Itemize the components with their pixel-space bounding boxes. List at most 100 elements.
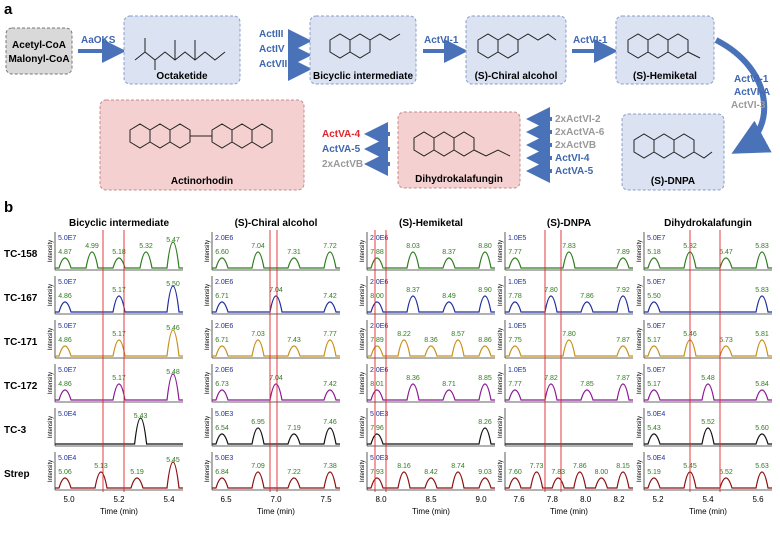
- scale-label: 5.0E4: [58, 455, 76, 462]
- x-tick-label: 8.5: [425, 495, 437, 504]
- peak-label: 5.47: [719, 249, 733, 256]
- enzyme-actva4: ActVA-4: [322, 129, 361, 140]
- dihydrokalafungin-structure: [413, 131, 511, 157]
- y-axis-label: Intensity: [48, 372, 54, 394]
- x-tick-label: 7.8: [547, 495, 559, 504]
- x-axis-title: Time (min): [257, 507, 295, 516]
- row-label: TC-167: [4, 293, 38, 304]
- trace: [212, 251, 340, 269]
- scale-label: 2.0E6: [370, 235, 388, 242]
- octaketide-label: Octaketide: [156, 71, 208, 82]
- x-tick-label: 5.4: [163, 495, 175, 504]
- peak-label: 8.00: [370, 293, 384, 300]
- y-axis-label: Intensity: [637, 372, 643, 394]
- hemiketal-label: (S)-Hemiketal: [633, 71, 697, 82]
- peak-label: 5.17: [112, 375, 126, 382]
- y-axis-label: Intensity: [205, 372, 211, 394]
- peak-label: 7.09: [251, 463, 265, 470]
- peak-label: 5.48: [701, 375, 715, 382]
- start-acetyl: Acetyl-CoA: [12, 40, 66, 51]
- y-axis-label: Intensity: [360, 416, 366, 438]
- y-axis-label: Intensity: [360, 240, 366, 262]
- y-axis-label: Intensity: [48, 416, 54, 438]
- column-title: Bicyclic intermediate: [69, 218, 169, 229]
- peak-label: 5.17: [112, 287, 126, 294]
- peak-label: 7.92: [616, 287, 630, 294]
- peak-label: 8.26: [478, 419, 492, 426]
- peak-label: 4.86: [58, 337, 72, 344]
- trace: [367, 251, 495, 269]
- scale-label: 1.0E5: [508, 367, 526, 374]
- x-tick-label: 7.5: [320, 495, 332, 504]
- dihydrokalafungin-label: Dihydrokalafungin: [415, 174, 503, 185]
- y-axis-label: Intensity: [205, 240, 211, 262]
- peak-label: 5.47: [166, 237, 180, 244]
- peak-label: 8.36: [406, 375, 420, 382]
- x-axis-title: Time (min): [100, 507, 138, 516]
- actinorhodin-label: Actinorhodin: [171, 176, 233, 187]
- scale-label: 5.0E7: [647, 367, 665, 374]
- peak-label: 5.46: [166, 325, 180, 332]
- y-axis-label: Intensity: [48, 284, 54, 306]
- trace: [55, 461, 183, 489]
- peak-label: 6.71: [215, 293, 229, 300]
- peak-label: 7.77: [508, 249, 522, 256]
- peak-label: 5.19: [130, 469, 144, 476]
- row-label: TC-3: [4, 425, 27, 436]
- y-axis-label: Intensity: [637, 240, 643, 262]
- trace: [55, 417, 183, 445]
- row-label: Strep: [4, 469, 30, 480]
- peak-label: 4.99: [85, 243, 99, 250]
- trace: [505, 339, 633, 357]
- peak-label: 4.87: [58, 249, 72, 256]
- dnpa-box: [621, 113, 725, 191]
- chiral-alcohol-box: [465, 15, 567, 85]
- peak-label: 6.71: [215, 337, 229, 344]
- x-tick-label: 8.0: [580, 495, 592, 504]
- hemiketal-box: [615, 15, 715, 85]
- trace: [644, 471, 772, 489]
- start-malonyl: Malonyl-CoA: [8, 54, 69, 65]
- x-tick-label: 7.0: [270, 495, 282, 504]
- peak-label: 7.83: [551, 469, 565, 476]
- y-axis-label: Intensity: [498, 460, 504, 482]
- scale-label: 5.0E3: [370, 455, 388, 462]
- peak-label: 7.22: [287, 469, 301, 476]
- trace: [367, 339, 495, 357]
- x-tick-label: 9.0: [475, 495, 487, 504]
- peak-label: 5.18: [112, 249, 126, 256]
- trace: [212, 383, 340, 401]
- chiral-alcohol-label: (S)-Chiral alcohol: [475, 71, 558, 82]
- enzyme-actvii: ActVII: [259, 59, 288, 70]
- scale-label: 5.0E7: [58, 323, 76, 330]
- peak-label: 8.42: [424, 469, 438, 476]
- x-tick-label: 5.2: [113, 495, 125, 504]
- x-tick-label: 6.5: [220, 495, 232, 504]
- scale-label: 5.0E3: [215, 455, 233, 462]
- enzyme-actiii: ActIII: [259, 29, 284, 40]
- peak-label: 8.80: [478, 243, 492, 250]
- scale-label: 5.0E7: [58, 367, 76, 374]
- dnpa-label: (S)-DNPA: [651, 176, 695, 187]
- enzyme-actvi1-c: ActVI-1: [734, 74, 769, 85]
- column-title: (S)-Hemiketal: [399, 218, 463, 229]
- peak-label: 7.73: [530, 463, 544, 470]
- dihydrokalafungin-box: [397, 111, 521, 189]
- peak-label: 8.86: [478, 337, 492, 344]
- trace: [505, 295, 633, 313]
- enzyme-actvi1-b: ActVI-1: [573, 35, 608, 46]
- peak-label: 7.38: [323, 463, 337, 470]
- peak-label: 5.50: [647, 293, 661, 300]
- scale-label: 2.0E6: [215, 235, 233, 242]
- enzyme-2xactvi2: 2xActVI-2: [555, 114, 601, 125]
- y-axis-label: Intensity: [48, 460, 54, 482]
- row-label: TC-171: [4, 337, 38, 348]
- column-title: (S)-Chiral alcohol: [235, 218, 318, 229]
- y-axis-label: Intensity: [360, 284, 366, 306]
- peak-label: 7.89: [616, 249, 630, 256]
- bicyclic-label: Bicyclic intermediate: [313, 71, 413, 82]
- y-axis-label: Intensity: [360, 372, 366, 394]
- y-axis-label: Intensity: [498, 240, 504, 262]
- peak-label: 5.83: [755, 243, 769, 250]
- peak-label: 5.13: [94, 463, 108, 470]
